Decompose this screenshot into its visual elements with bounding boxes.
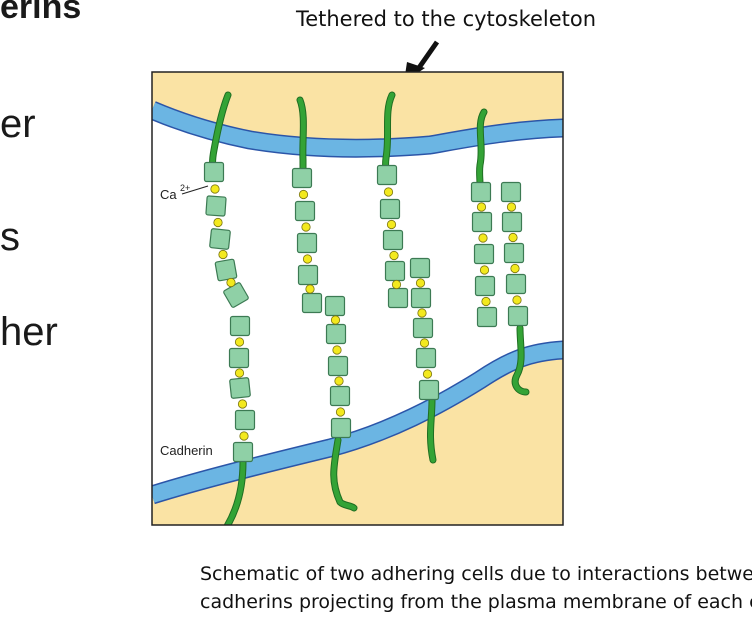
- cadherin-ec-domain: [214, 258, 238, 282]
- calcium-label-text: Ca: [160, 187, 177, 202]
- cadherin-ec-domain: [474, 275, 496, 297]
- calcium-ion: [422, 369, 433, 379]
- cadherin-ec-domain: [379, 198, 401, 220]
- cadherin-ec-domain: [291, 167, 313, 189]
- cadherin-ec-domain: [501, 211, 523, 233]
- calcium-ion: [506, 202, 517, 212]
- cadherin-ec-domain: [203, 161, 225, 183]
- cadherin-ec-domain: [476, 306, 498, 328]
- cadherin-ec-domain: [330, 417, 352, 439]
- slide-bullet-fragment-2: s: [0, 215, 20, 259]
- calcium-ion: [234, 368, 245, 378]
- calcium-ion: [330, 315, 341, 325]
- cadherin-ec-domain: [500, 181, 522, 203]
- cytoskeleton-callout-label: Tethered to the cytoskeleton: [295, 7, 597, 31]
- caption-line-1: Schematic of two adhering cells due to i…: [200, 563, 752, 585]
- bottom-plasma-membrane: [152, 342, 563, 503]
- calcium-ion: [383, 187, 394, 197]
- cadherin-ec-domain: [507, 305, 529, 327]
- calcium-ion: [481, 296, 491, 307]
- calcium-label-pointer: [181, 185, 209, 195]
- calcium-ion: [213, 217, 223, 228]
- cadherin-cytoplasmic-tail: [477, 109, 487, 188]
- calcium-ion: [332, 345, 342, 355]
- cadherin-cytoplasmic-tail: [331, 437, 357, 511]
- diagram-frame: [151, 71, 564, 526]
- calcium-ion: [237, 399, 248, 409]
- calcium-ion: [386, 219, 397, 230]
- calcium-ion: [301, 222, 311, 232]
- cadherin-ec-domain: [471, 211, 493, 233]
- calcium-ion: [239, 431, 249, 441]
- calcium-ion: [335, 407, 346, 417]
- cadherin-ec-domain: [415, 347, 437, 369]
- cadherin-ec-domain: [418, 379, 440, 401]
- cadherin-ec-domain: [294, 200, 316, 222]
- slide-bullet-fragment-3: her: [0, 310, 58, 354]
- figure-caption: Schematic of two adhering cells due to i…: [200, 560, 752, 616]
- cadherin-cytoplasmic-tail: [224, 459, 246, 525]
- calcium-label: Ca 2+: [160, 183, 209, 202]
- cadherin-ec-domain: [329, 385, 351, 407]
- cadherin-ec-domain: [387, 287, 409, 309]
- cadherin-ec-domain: [503, 242, 525, 264]
- calcium-ion: [510, 263, 520, 274]
- calcium-ion: [389, 250, 399, 261]
- calcium-ion: [302, 254, 313, 264]
- calcium-ion: [305, 284, 315, 294]
- calcium-ion: [298, 189, 309, 200]
- cadherin-ec-domain: [297, 264, 319, 286]
- cadherin-ec-domain: [384, 260, 406, 282]
- cadherin-ec-domain: [382, 229, 404, 251]
- cadherin-ec-domain: [409, 257, 431, 279]
- calcium-label-superscript: 2+: [180, 183, 190, 193]
- cadherin-cytoplasmic-tail: [512, 325, 529, 395]
- calcium-ion: [210, 184, 220, 194]
- cadherin-ec-domain: [325, 323, 347, 345]
- calcium-ion: [234, 337, 245, 347]
- calcium-ion: [479, 265, 490, 275]
- calcium-ion: [334, 376, 344, 386]
- top-cell-cytoplasm: [152, 72, 563, 149]
- calcium-ion: [391, 279, 402, 290]
- cadherin-ec-domain: [505, 273, 527, 295]
- calcium-ion: [476, 202, 487, 212]
- calcium-ion: [478, 233, 488, 243]
- cadherin-ec-domain: [473, 243, 495, 265]
- cadherin-ec-domain: [412, 317, 434, 339]
- calcium-ion: [419, 338, 430, 348]
- cadherin-ec-domain: [296, 232, 318, 254]
- cadherin-label: Cadherin: [160, 443, 213, 458]
- top-plasma-membrane: [152, 102, 563, 157]
- calcium-ion: [226, 277, 236, 288]
- cadherin-ec-domain: [229, 377, 251, 399]
- calcium-ion: [415, 278, 426, 288]
- cadherin-ec-domain: [228, 347, 250, 369]
- cadherin-ec-domain: [205, 195, 227, 217]
- cadherin-ec-domain: [410, 287, 432, 309]
- calcium-ion: [508, 232, 518, 243]
- calcium-ion: [218, 249, 228, 260]
- slide-title-fragment: erins: [0, 0, 82, 26]
- cadherin-extracellular-domains: [203, 161, 529, 463]
- cadherin-ec-domain: [301, 292, 323, 314]
- cadherin-ec-domain: [229, 315, 251, 337]
- caption-line-2: cadherins projecting from the plasma mem…: [200, 591, 752, 613]
- slide-bullet-fragment-1: er: [0, 102, 36, 146]
- cadherin-ec-domain: [324, 295, 346, 317]
- calcium-ion: [512, 295, 522, 305]
- calcium-ion: [417, 308, 427, 318]
- cadherin-ec-domain: [232, 441, 254, 463]
- cadherin-ec-domain: [470, 181, 492, 203]
- cadherin-ec-domain: [234, 409, 256, 431]
- cadherin-ec-domain: [209, 228, 231, 250]
- cadherin-ec-domain: [327, 355, 349, 377]
- cadherin-ec-domain: [376, 164, 398, 186]
- cadherin-cytoplasmic-tail: [427, 397, 436, 463]
